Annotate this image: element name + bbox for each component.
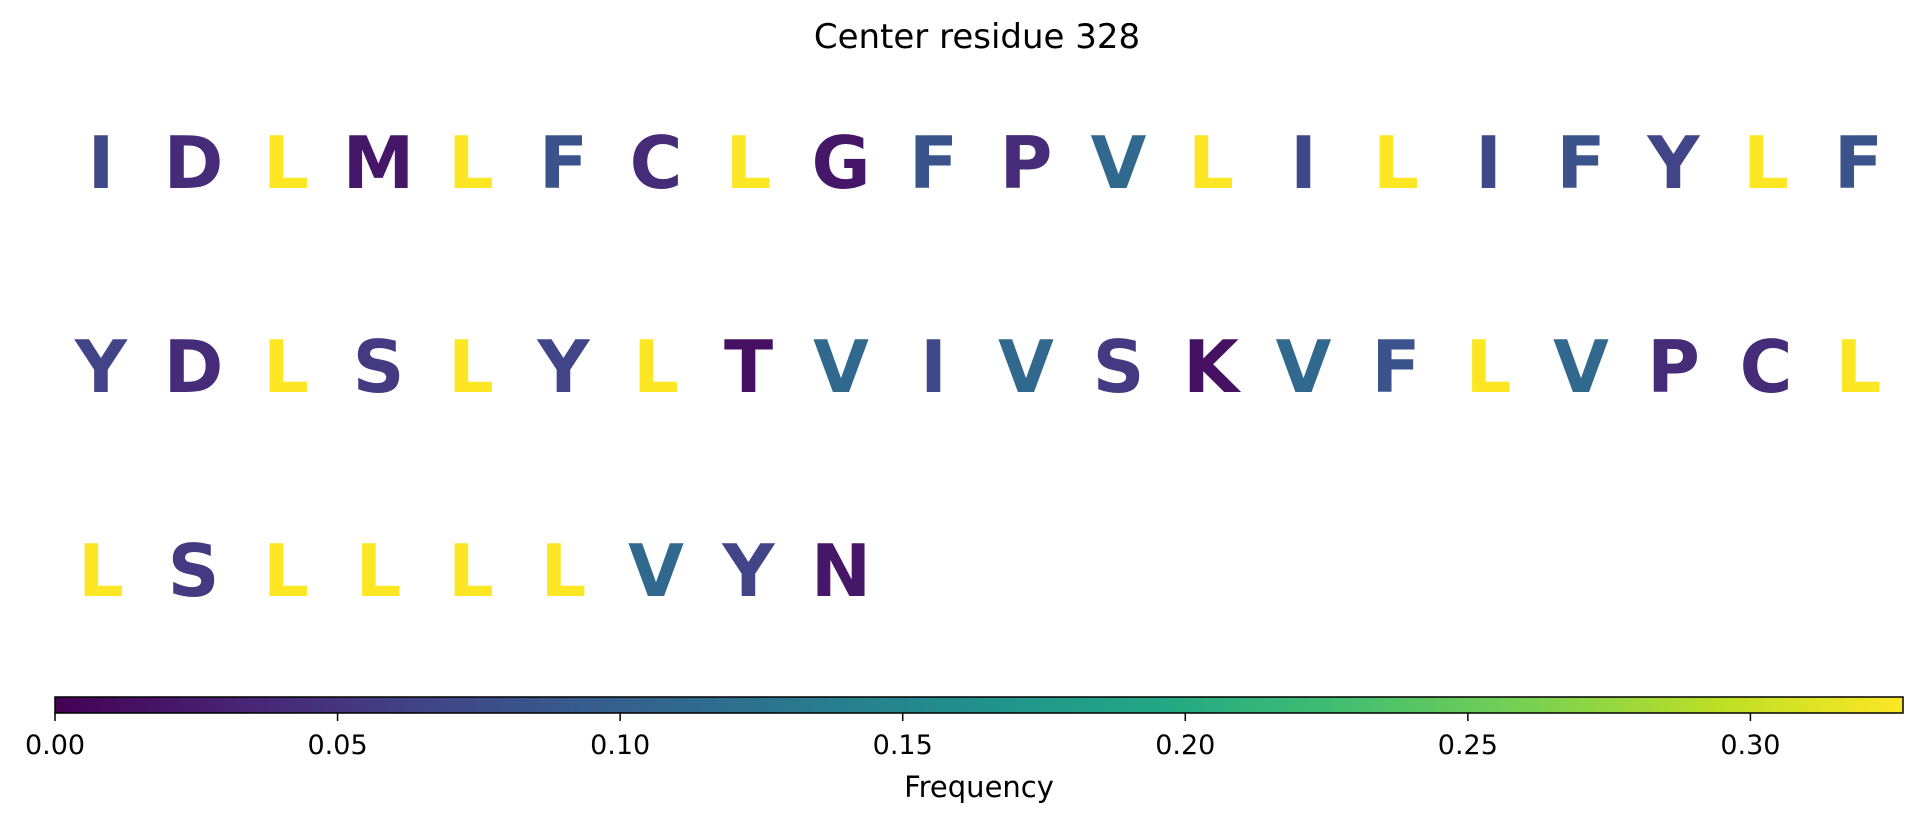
colorbar-tick-label: 0.10 bbox=[590, 730, 650, 761]
residue-letter: F bbox=[1834, 121, 1883, 205]
colorbar-tick-label: 0.25 bbox=[1438, 730, 1498, 761]
residue-letter: D bbox=[164, 121, 224, 205]
residue-letter: L bbox=[263, 529, 309, 613]
residue-letter: I bbox=[1290, 121, 1317, 205]
residue-letter: K bbox=[1183, 325, 1241, 409]
colorbar-gradient bbox=[54, 696, 1904, 714]
residue-letter: T bbox=[724, 325, 773, 409]
residue-letter: F bbox=[1371, 325, 1420, 409]
residue-letter: L bbox=[356, 529, 402, 613]
residue-letter: F bbox=[1556, 121, 1605, 205]
colorbar-ticks: 0.00 0.05 0.10 0.15 0.20 0.25 0.30 bbox=[25, 713, 1780, 761]
residue-letter: L bbox=[1466, 325, 1512, 409]
colorbar-tick-label: 0.30 bbox=[1720, 730, 1780, 761]
colorbar: 0.00 0.05 0.10 0.15 0.20 0.25 0.30 Frequency bbox=[25, 696, 1904, 804]
residue-letter: L bbox=[633, 325, 679, 409]
residue-letter: L bbox=[263, 325, 309, 409]
residue-letter: S bbox=[1093, 325, 1145, 409]
residue-letter: C bbox=[1740, 325, 1793, 409]
residue-letter: N bbox=[811, 529, 871, 613]
residue-letter: L bbox=[263, 121, 309, 205]
residue-letter: I bbox=[920, 325, 947, 409]
colorbar-tick-label: 0.05 bbox=[308, 730, 368, 761]
residue-letter: L bbox=[726, 121, 772, 205]
residue-letter: S bbox=[353, 325, 405, 409]
residue-letter: S bbox=[168, 529, 220, 613]
colorbar-label: Frequency bbox=[904, 770, 1054, 804]
residue-letter: L bbox=[1836, 325, 1882, 409]
residue-letter: I bbox=[1475, 121, 1502, 205]
residue-letter: G bbox=[811, 121, 870, 205]
residue-letter: Y bbox=[1646, 121, 1700, 205]
residue-letter: L bbox=[1743, 121, 1789, 205]
residue-letter: M bbox=[343, 121, 415, 205]
residue-letter: V bbox=[1553, 325, 1609, 409]
residue-letter: F bbox=[539, 121, 588, 205]
residue-letter: L bbox=[78, 529, 124, 613]
residue-letter: L bbox=[448, 325, 494, 409]
residue-letter: C bbox=[630, 121, 683, 205]
residue-letter: V bbox=[1091, 121, 1147, 205]
residue-letter: Y bbox=[721, 529, 775, 613]
residue-letter: L bbox=[541, 529, 587, 613]
residue-letter: L bbox=[448, 121, 494, 205]
colorbar-tick-label: 0.00 bbox=[25, 730, 85, 761]
residue-letter: L bbox=[1188, 121, 1234, 205]
residue-letter: V bbox=[813, 325, 869, 409]
residue-letter: D bbox=[164, 325, 224, 409]
residue-letter: F bbox=[909, 121, 958, 205]
residue-letter: V bbox=[628, 529, 684, 613]
residue-letter: L bbox=[448, 529, 494, 613]
chart-title: Center residue 328 bbox=[814, 17, 1140, 57]
residue-letter: Y bbox=[74, 325, 128, 409]
residue-letter: P bbox=[1000, 121, 1053, 205]
residue-letter: L bbox=[1373, 121, 1419, 205]
residue-letter: Y bbox=[536, 325, 590, 409]
residue-letter: V bbox=[1276, 325, 1332, 409]
colorbar-tick-label: 0.20 bbox=[1155, 730, 1215, 761]
residue-letter: P bbox=[1647, 325, 1700, 409]
residue-letter: I bbox=[88, 121, 115, 205]
residue-letter: V bbox=[998, 325, 1054, 409]
colorbar-tick-label: 0.15 bbox=[873, 730, 933, 761]
